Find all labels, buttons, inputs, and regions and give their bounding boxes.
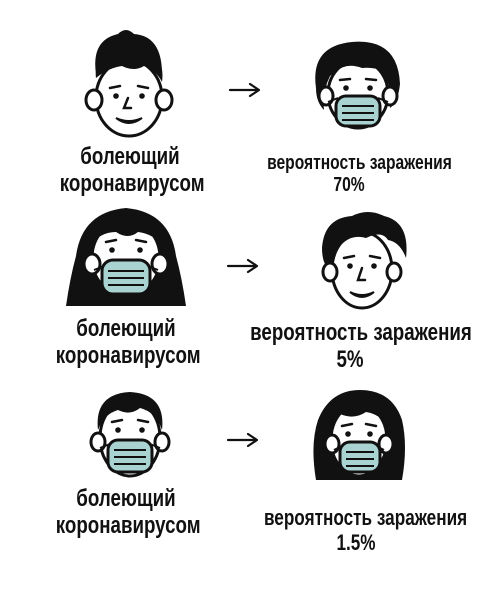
sick-person-masked-face-icon bbox=[66, 208, 186, 306]
sick-person-label: болеющий коронавирусом bbox=[59, 143, 205, 198]
sick-person-label: болеющий коронавирусом bbox=[55, 485, 201, 540]
healthy-person-masked-face-icon bbox=[315, 41, 400, 130]
probability-value: 70% bbox=[333, 174, 365, 197]
sick-person-label: болеющий коронавирусом bbox=[55, 315, 201, 370]
sick-label-line-1: болеющий bbox=[76, 485, 176, 512]
arrow-right-icon bbox=[226, 258, 259, 274]
sick-label-line-2: коронавирусом bbox=[59, 169, 205, 197]
sick-person-face-icon bbox=[84, 30, 174, 138]
arrow-right-icon bbox=[226, 432, 259, 448]
arrow-right-icon bbox=[228, 82, 261, 98]
sick-label-line-2: коронавирусом bbox=[55, 511, 201, 539]
sick-label-line-1: болеющий bbox=[80, 143, 180, 170]
infection-probability-label: вероятность заражения 5% bbox=[250, 319, 472, 374]
infection-probability-label: вероятность заражения 70% bbox=[267, 152, 452, 197]
probability-value: 5% bbox=[336, 345, 364, 373]
probability-value: 1.5% bbox=[336, 529, 376, 555]
sick-label-line-1: болеющий bbox=[76, 315, 176, 342]
sick-label-line-2: коронавирусом bbox=[55, 341, 201, 369]
sick-person-masked-face-icon bbox=[89, 392, 171, 478]
healthy-person-face-icon bbox=[321, 212, 407, 310]
healthy-person-masked-face-icon bbox=[313, 390, 405, 480]
probability-caption: вероятность заражения bbox=[250, 319, 472, 346]
probability-caption: вероятность заражения bbox=[267, 152, 452, 174]
probability-caption: вероятность заражения bbox=[263, 505, 468, 530]
infection-probability-label: вероятность заражения 1.5% bbox=[263, 505, 468, 555]
